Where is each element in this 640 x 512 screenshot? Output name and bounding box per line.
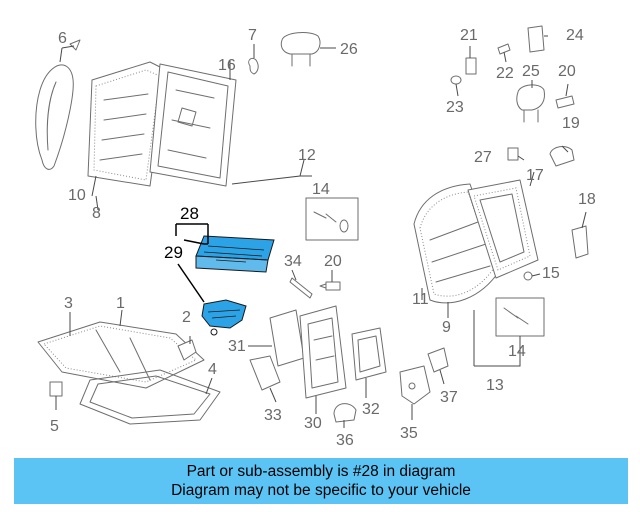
callout-35: 35 — [400, 425, 418, 442]
part-19-hook — [549, 146, 575, 167]
part-34-wire-strip — [289, 277, 313, 299]
part-25-headrest-right — [516, 84, 545, 123]
callout-2: 2 — [182, 309, 191, 326]
part-23-washer — [450, 75, 462, 85]
part-4-cushion-frame — [79, 369, 221, 425]
callout-19: 19 — [562, 115, 580, 132]
part-21-clip — [465, 57, 477, 75]
part-32-side-panel — [351, 327, 387, 381]
part-24-cover — [527, 25, 545, 53]
leader-lines — [55, 35, 587, 428]
callout-27: 27 — [474, 149, 492, 166]
callout-12: 12 — [298, 147, 316, 164]
callout-15: 15 — [542, 265, 560, 282]
callout-20b: 20 — [558, 63, 576, 80]
callout-4: 4 — [208, 361, 217, 378]
part-20-bolt — [319, 281, 341, 291]
part-35-bracket — [399, 365, 431, 405]
callout-14b: 14 — [508, 343, 526, 360]
highlight-leaders — [175, 223, 209, 303]
callout-10: 10 — [68, 187, 86, 204]
parts-diagram: 6 7 16 26 10 8 12 14 28 29 34 20 3 1 2 3… — [35, 25, 596, 449]
callout-20a: 20 — [324, 253, 342, 270]
callout-33: 33 — [264, 407, 282, 424]
callout-23: 23 — [446, 99, 464, 116]
callout-11: 11 — [412, 291, 429, 308]
callout-26: 26 — [340, 41, 358, 58]
banner-line-1: Part or sub-assembly is #28 in diagram — [186, 463, 456, 480]
part-29-mount-bracket — [201, 299, 247, 336]
part-26-headrest — [280, 32, 321, 67]
callout-32: 32 — [362, 401, 380, 418]
part-5-bracket — [49, 381, 63, 397]
banner-line-2: Diagram may not be specific to your vehi… — [171, 482, 471, 499]
callout-17: 17 — [526, 167, 544, 184]
part-6-side-bolster — [35, 39, 81, 170]
part-17-seatback-frame-right — [467, 179, 539, 279]
part-30-armrest-frame — [299, 305, 347, 399]
callout-22: 22 — [496, 65, 514, 82]
part-20-guide-right — [555, 95, 575, 109]
part-18-bracket — [571, 225, 589, 259]
callout-24: 24 — [566, 27, 584, 44]
callout-7: 7 — [248, 27, 257, 44]
part-2-bracket — [177, 339, 197, 361]
callout-21: 21 — [460, 27, 478, 44]
callout-16: 16 — [218, 57, 236, 74]
callout-25: 25 — [522, 63, 540, 80]
callout-6: 6 — [58, 30, 67, 47]
part-31-back-panel — [269, 309, 305, 367]
callout-1: 1 — [116, 295, 125, 312]
callout-18: 18 — [578, 191, 596, 208]
callout-34: 34 — [284, 253, 302, 270]
callout-3: 3 — [64, 295, 73, 312]
part-1-seat-cushion — [37, 321, 205, 389]
callout-labels: 6 7 16 26 10 8 12 14 28 29 34 20 3 1 2 3… — [50, 27, 596, 449]
callout-31: 31 — [228, 338, 246, 355]
part-36-cover — [333, 403, 357, 423]
part-14-bolt-group — [305, 197, 359, 241]
part-15-screw — [523, 271, 533, 281]
callout-28: 28 — [180, 204, 199, 223]
callout-13: 13 — [486, 377, 504, 394]
part-33-panel — [249, 355, 281, 391]
callout-8: 8 — [92, 205, 101, 222]
callout-37: 37 — [440, 389, 458, 406]
callout-14a: 14 — [312, 181, 330, 198]
callout-36: 36 — [336, 432, 354, 449]
callout-5: 5 — [50, 418, 59, 435]
info-banner: Part or sub-assembly is #28 in diagram D… — [14, 458, 628, 504]
part-37-bracket — [427, 347, 449, 373]
callout-9: 9 — [442, 319, 451, 336]
part-27-bolt — [507, 147, 519, 161]
part-14-bolt-group-right — [495, 297, 545, 337]
callout-30: 30 — [304, 415, 322, 432]
callout-29: 29 — [164, 243, 183, 262]
part-7-clip — [248, 57, 259, 75]
part-16-seatback-panel — [149, 63, 237, 187]
part-22-screw — [497, 43, 511, 55]
part-28-seat-heater-module — [195, 235, 275, 273]
